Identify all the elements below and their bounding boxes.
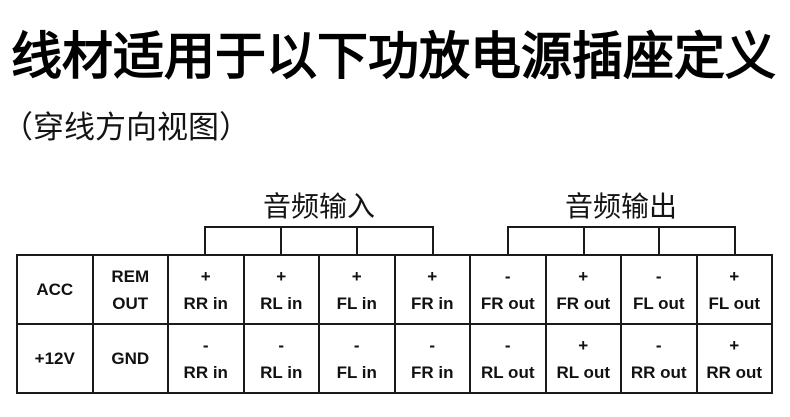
pin-cell: +FL in: [318, 254, 396, 325]
bracket-tick: [507, 226, 509, 255]
pin-cell: +FL out: [695, 254, 773, 325]
pin-cell: -FL out: [620, 254, 698, 325]
pin-cell: -FR out: [469, 254, 547, 325]
pin-cell: -RL out: [469, 323, 547, 394]
bracket-tick: [734, 226, 736, 255]
pin-cell: +RR out: [695, 323, 773, 394]
pin-cell: -RR in: [167, 323, 245, 394]
pin-cell: +FR in: [393, 254, 471, 325]
audio-output-label: 音频输出: [564, 191, 678, 222]
pin-cell: -FL in: [318, 323, 396, 394]
pin-cell: +FR out: [544, 254, 622, 325]
table-row: +12V GND -RR in -RL in -FL in -FR in -RL…: [16, 323, 773, 394]
pin-cell: ACC: [16, 254, 94, 325]
page-title: 线材适用于以下功放电源插座定义: [11, 28, 777, 85]
bracket-tick: [583, 226, 585, 255]
bracket-tick: [432, 226, 434, 255]
audio-input-label: 音频输入: [262, 191, 376, 222]
page-subtitle: （穿线方向视图）: [2, 110, 250, 145]
pin-cell: +RR in: [167, 254, 245, 325]
pin-cell: -RL in: [242, 323, 320, 394]
pin-cell: -RR out: [620, 323, 698, 394]
bracket-tick: [204, 226, 206, 255]
pin-cell: +RL in: [242, 254, 320, 325]
pin-cell: -FR in: [393, 323, 471, 394]
pin-cell: +RL out: [544, 323, 622, 394]
pin-cell: GND: [91, 323, 169, 394]
bracket-tick: [658, 226, 660, 255]
pin-cell: +12V: [16, 323, 94, 394]
bracket-tick: [356, 226, 358, 255]
audio-output-bracket-line: [507, 226, 736, 228]
bracket-tick: [280, 226, 282, 255]
audio-input-bracket-line: [204, 226, 434, 228]
